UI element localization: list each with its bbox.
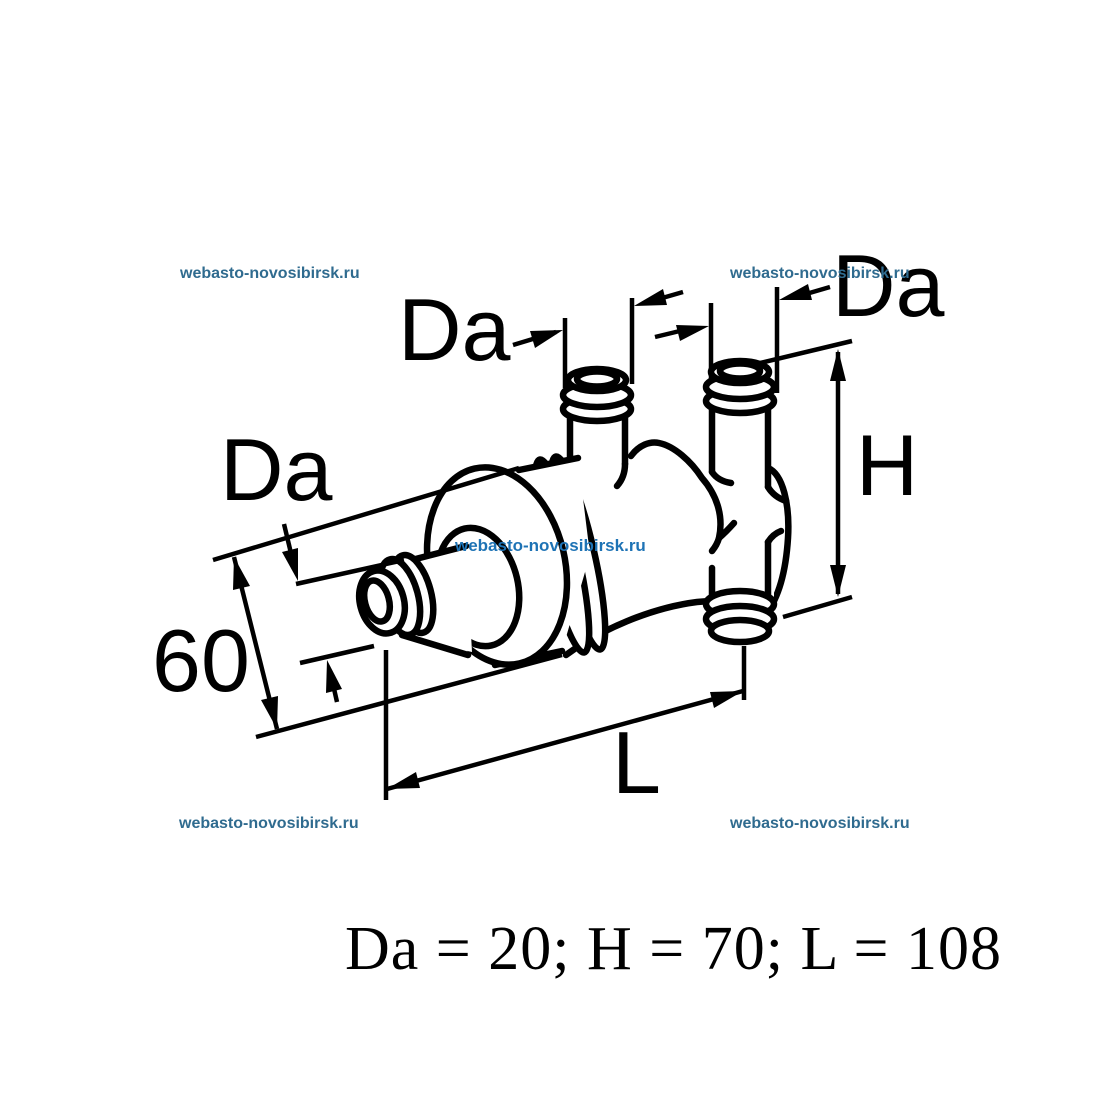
ext-line-h-top	[755, 338, 853, 367]
watermark-center: webasto-novosibirsk.ru	[455, 536, 646, 555]
dim-label-h: H	[856, 418, 919, 514]
dimension-annotations	[212, 284, 853, 800]
ext-line-da-outlet-bottom	[299, 643, 375, 666]
watermark-bottom-left: webasto-novosibirsk.ru	[179, 815, 359, 832]
watermark-top-left: webasto-novosibirsk.ru	[180, 265, 360, 282]
ext-line-60-bottom	[255, 652, 563, 740]
ext-line-60-top	[212, 465, 520, 563]
dim-label-da-outlet: Da	[220, 420, 333, 519]
watermark-top-right: webasto-novosibirsk.ru	[730, 265, 910, 282]
inlet-pipe-right	[702, 357, 790, 505]
outlet-cone-pipe	[355, 542, 472, 659]
dim-l-line	[386, 688, 744, 792]
dim-label-da-inlet-2: Da	[832, 236, 945, 335]
watermark-bottom-right: webasto-novosibirsk.ru	[730, 815, 910, 832]
outlet-pipe-bottom	[702, 527, 785, 646]
dimension-values-caption: Da = 20; H = 70; L = 108	[345, 915, 1002, 983]
ext-line-h-bottom	[782, 594, 853, 620]
ext-line-da-outlet-top	[295, 557, 405, 587]
dim-label-da-inlet-1: Da	[398, 280, 511, 379]
housing-hump	[627, 439, 738, 555]
dim-label-60: 60	[152, 611, 250, 710]
dim-label-l: L	[612, 713, 661, 812]
